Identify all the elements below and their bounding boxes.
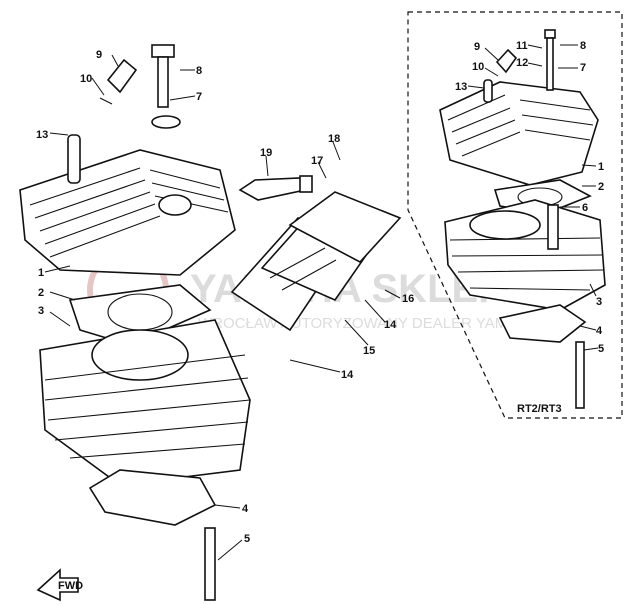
inset-callout-8: 1 (598, 161, 604, 173)
front-arrow-label: FWD (58, 580, 83, 592)
inset-label: RT2/RT3 (517, 403, 562, 415)
inset-callout-1: 11 (516, 40, 528, 52)
main-callout-16: 4 (242, 503, 249, 515)
main-callouts: 9 8 10 7 13 18 19 17 1 16 2 3 14 15 14 4… (36, 49, 414, 545)
main-callout-7: 19 (260, 147, 272, 159)
inset-callout-7: 13 (455, 81, 467, 93)
inset-callout-6: 10 (472, 61, 484, 73)
inset-callout-9: 2 (598, 181, 604, 193)
inset-callout-12: 4 (596, 325, 603, 337)
main-callout-1: 9 (96, 49, 102, 61)
inset-leaders (467, 44, 599, 351)
head-bolt (151, 44, 181, 129)
inset-callout-4: 12 (516, 57, 528, 69)
main-callout-2: 8 (196, 65, 202, 77)
inset-callout-10: 6 (582, 202, 588, 214)
main-callout-4: 7 (196, 91, 202, 103)
cylinder-head (19, 134, 236, 276)
reed-valve-assembly (230, 191, 402, 332)
main-callout-13: 14 (384, 319, 397, 331)
main-callout-12: 3 (38, 305, 44, 317)
cylinder-stud (204, 527, 216, 601)
main-callout-15: 14 (341, 369, 354, 381)
decompression-valve (99, 58, 138, 105)
main-callout-9: 1 (38, 267, 44, 279)
inset-cylinder (444, 199, 606, 311)
main-callout-17: 5 (244, 533, 250, 545)
main-callout-10: 16 (402, 293, 414, 305)
cylinder (39, 319, 251, 486)
inset-base-gasket (498, 304, 587, 343)
main-callout-14: 15 (363, 345, 375, 357)
inset-stud (575, 341, 585, 409)
inset-frame (407, 11, 623, 419)
inset-callout-13: 5 (598, 343, 604, 355)
inset-callouts: 11 8 9 12 7 10 13 1 2 6 3 4 5 (455, 40, 604, 355)
main-callout-6: 18 (328, 133, 340, 145)
main-leaders (44, 54, 401, 561)
inset-callout-5: 7 (580, 62, 586, 74)
main-callout-11: 2 (38, 287, 44, 299)
spark-plug (238, 175, 313, 201)
main-callout-3: 10 (80, 73, 92, 85)
inset-callout-3: 9 (474, 41, 480, 53)
front-arrow-icon: FWD (36, 568, 83, 602)
main-callout-8: 17 (311, 155, 323, 167)
base-gasket (88, 469, 217, 526)
inset-callout-11: 3 (596, 296, 602, 308)
inset-callout-2: 8 (580, 40, 586, 52)
main-callout-5: 13 (36, 129, 48, 141)
inset-cylinder-head (439, 29, 599, 186)
watermark-tagline: WROCŁAW AUTORYZOWANY DEALER YAMAHA (198, 315, 538, 332)
